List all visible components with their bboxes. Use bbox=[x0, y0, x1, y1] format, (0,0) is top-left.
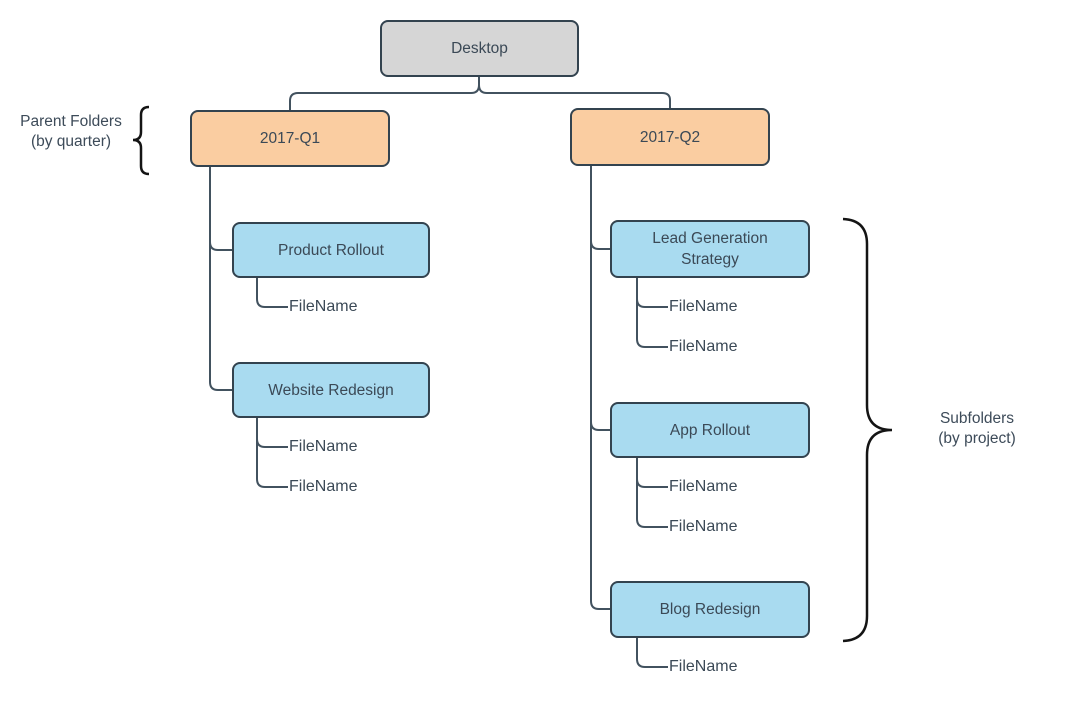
node-2017-q1: 2017-Q1 bbox=[190, 110, 390, 167]
annotation-parent-folders-line1: Parent Folders bbox=[20, 113, 122, 130]
node-2017-q2-label: 2017-Q2 bbox=[639, 128, 701, 146]
node-website-redesign: Website Redesign bbox=[232, 362, 430, 418]
connector-q1-website-redesign bbox=[209, 167, 232, 391]
node-2017-q1-label: 2017-Q1 bbox=[259, 130, 321, 147]
node-lead-generation-strategy-label: Lead Generation Strategy bbox=[652, 230, 768, 268]
node-website-redesign-label: Website Redesign bbox=[268, 381, 394, 399]
connector-app-rollout-file-2 bbox=[636, 458, 668, 528]
node-2017-q2: 2017-Q2 bbox=[570, 108, 770, 166]
annotation-parent-folders: Parent Folders (by quarter) bbox=[10, 112, 132, 152]
file-label: FileName bbox=[669, 658, 738, 675]
connector-q2-app-rollout bbox=[590, 166, 610, 431]
node-blog-redesign-label: Blog Redesign bbox=[659, 601, 761, 618]
connector-website-redesign-file-1 bbox=[256, 418, 288, 448]
left-curly-brace bbox=[132, 105, 150, 176]
connector-lead-generation-file-1 bbox=[636, 278, 668, 308]
file-label: FileName bbox=[669, 298, 738, 315]
node-product-rollout-label: Product Rollout bbox=[278, 241, 384, 259]
connector-app-rollout-file-1 bbox=[636, 458, 668, 488]
node-blog-redesign: Blog Redesign bbox=[610, 581, 810, 638]
annotation-subfolders: Subfolders (by project) bbox=[917, 409, 1037, 449]
file-label: FileName bbox=[289, 298, 358, 315]
connector-desktop-2017q1 bbox=[289, 77, 480, 110]
connector-blog-redesign-file-1 bbox=[636, 638, 668, 668]
node-desktop: Desktop bbox=[380, 20, 579, 77]
node-product-rollout: Product Rollout bbox=[232, 222, 430, 278]
connector-q2-lead-generation bbox=[590, 166, 610, 250]
file-label: FileName bbox=[669, 338, 738, 355]
file-label: FileName bbox=[669, 518, 738, 535]
connector-product-rollout-file-1 bbox=[256, 278, 288, 308]
file-label: FileName bbox=[289, 438, 358, 455]
node-app-rollout: App Rollout bbox=[610, 402, 810, 458]
right-curly-brace bbox=[842, 217, 893, 643]
connector-q2-blog-redesign bbox=[590, 166, 610, 610]
annotation-subfolders-line2: (by project) bbox=[938, 430, 1016, 447]
connector-lead-generation-file-2 bbox=[636, 278, 668, 348]
file-label: FileName bbox=[289, 478, 358, 495]
file-label: FileName bbox=[669, 478, 738, 495]
annotation-parent-folders-line2: (by quarter) bbox=[30, 133, 112, 150]
connector-website-redesign-file-2 bbox=[256, 418, 288, 488]
connector-desktop-2017q2 bbox=[478, 77, 671, 108]
node-app-rollout-label: App Rollout bbox=[669, 421, 751, 439]
connector-q1-product-rollout bbox=[209, 167, 232, 251]
node-lead-generation-strategy: Lead Generation Strategy bbox=[610, 220, 810, 278]
annotation-subfolders-line1: Subfolders bbox=[939, 410, 1015, 427]
node-desktop-label: Desktop bbox=[451, 40, 508, 57]
